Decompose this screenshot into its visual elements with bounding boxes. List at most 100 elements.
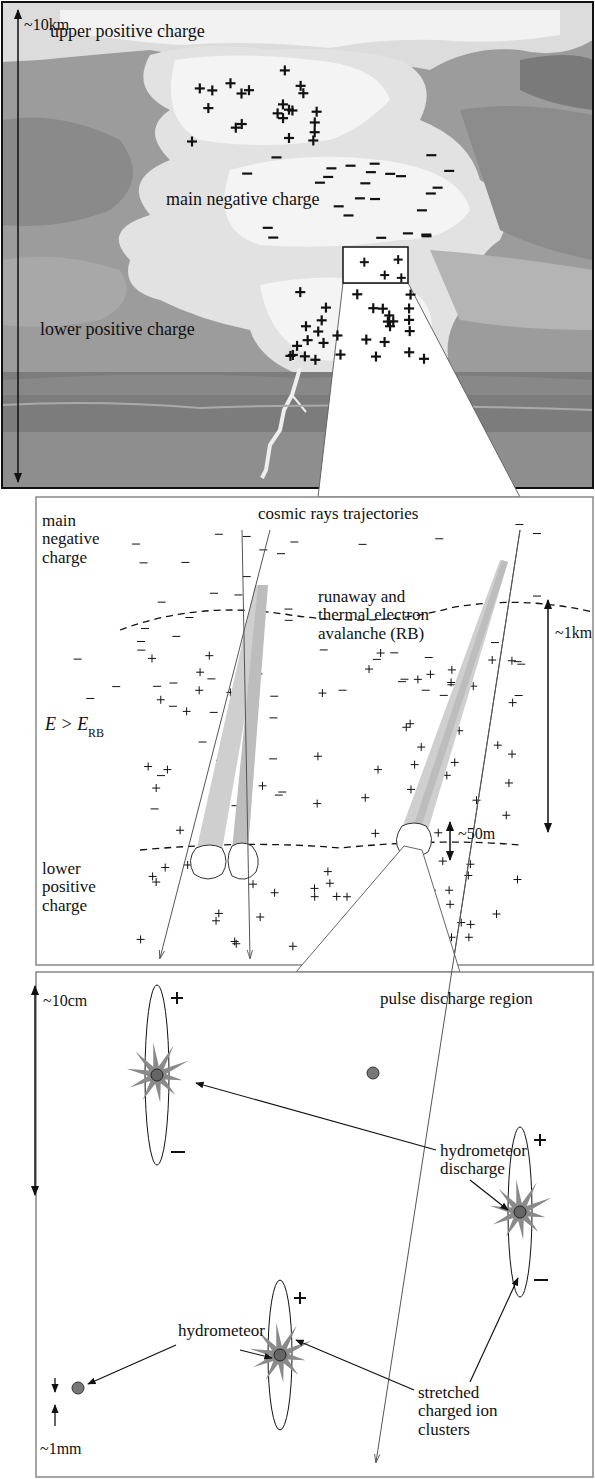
charge-stroke — [344, 214, 354, 216]
charge-stroke — [284, 65, 286, 75]
charge-stroke — [243, 536, 251, 537]
charge-stroke — [446, 771, 447, 779]
charge-stroke — [86, 698, 94, 699]
charge-stroke — [282, 113, 284, 123]
charge-stroke — [517, 664, 525, 665]
charge-stroke — [271, 156, 281, 158]
charge-stroke — [218, 909, 219, 917]
charge-stroke — [438, 829, 439, 837]
charge-stroke — [151, 654, 152, 662]
charge-stroke — [511, 657, 512, 665]
charge-stroke — [414, 761, 415, 769]
charge-stroke — [421, 235, 431, 237]
charge-stroke — [383, 337, 385, 347]
charge-stroke — [384, 271, 386, 280]
charge-stroke — [274, 889, 275, 897]
charge-stroke — [263, 227, 273, 229]
charge-stroke — [234, 594, 242, 595]
zoom-callout — [296, 846, 460, 972]
charge-stroke — [160, 696, 161, 704]
charge-stroke — [141, 628, 149, 629]
label: lower positive charge — [40, 320, 195, 339]
charge-stroke — [157, 775, 165, 776]
charge-stroke — [435, 538, 443, 539]
charge-stroke — [408, 303, 410, 313]
label: ~50m — [458, 825, 495, 842]
charge-stroke — [235, 123, 237, 133]
charge-stroke — [112, 686, 120, 687]
charge-stroke — [282, 99, 284, 109]
charge-stroke — [539, 1134, 541, 1146]
charge-stroke — [207, 103, 209, 113]
hydrometeor-dot — [151, 1069, 163, 1081]
charge-stroke — [422, 690, 430, 691]
charge-stroke — [468, 871, 469, 879]
charge-stroke — [508, 779, 509, 787]
charge-stroke — [299, 1292, 301, 1304]
charge-stroke — [171, 1151, 185, 1153]
charge-stroke — [314, 893, 315, 901]
charge-stroke — [270, 696, 278, 697]
charge-stroke — [181, 562, 189, 563]
charge-stroke — [158, 602, 166, 603]
charge-stroke — [380, 649, 381, 657]
charge-stroke — [382, 304, 384, 314]
charge-stroke — [137, 641, 145, 642]
charge-stroke — [153, 686, 161, 687]
charge-stroke — [410, 720, 411, 728]
charge-stroke — [451, 666, 452, 674]
charge-stroke — [433, 187, 443, 189]
charge-stroke — [470, 860, 471, 868]
charge-stroke — [137, 650, 145, 651]
label: ~1km — [555, 624, 592, 641]
charge-stroke — [315, 182, 325, 184]
charge-stroke — [459, 727, 460, 735]
charge-stroke — [533, 596, 541, 597]
size-arrow — [54, 1378, 55, 1392]
charge-stroke — [210, 712, 218, 713]
charge-stroke — [451, 933, 452, 941]
label: E > E — [45, 715, 88, 734]
charge-stroke — [236, 940, 237, 948]
charge-stroke — [326, 167, 336, 169]
charge-stroke — [444, 170, 454, 172]
charge-stroke — [406, 723, 407, 731]
charge-stroke — [229, 78, 231, 88]
charge-stroke — [140, 562, 148, 563]
charge-stroke — [314, 884, 315, 892]
charge-stroke — [169, 683, 177, 684]
charge-stroke — [378, 766, 379, 774]
charge-stroke — [314, 355, 316, 365]
charge-stroke — [339, 350, 341, 360]
charge-stroke — [316, 107, 318, 117]
charge-stroke — [398, 681, 406, 682]
charge-stroke — [307, 335, 309, 345]
charge-stroke — [387, 317, 389, 327]
label: cosmic rays trajectories — [258, 505, 419, 523]
charge-stroke — [317, 327, 319, 337]
charge-stroke — [409, 290, 411, 300]
charge-stroke — [426, 192, 436, 194]
charge-stroke — [336, 892, 337, 900]
charge-stroke — [389, 321, 391, 331]
charge-stroke — [372, 303, 374, 313]
charge-stroke — [277, 108, 279, 118]
charge-stroke — [216, 917, 217, 925]
charge-stroke — [210, 593, 218, 594]
size-arrow — [54, 1405, 55, 1426]
charge-stroke — [234, 937, 235, 945]
charge-stroke — [370, 198, 380, 200]
zoom-callout — [318, 283, 520, 497]
charge-stroke — [473, 682, 474, 690]
charge-stroke — [322, 689, 323, 697]
label: main negative charge — [166, 190, 320, 209]
charge-stroke — [191, 137, 193, 147]
charge-stroke — [396, 175, 406, 177]
charge-stroke — [248, 85, 250, 95]
charge-stroke — [262, 782, 263, 790]
charge-stroke — [373, 659, 381, 660]
charge-stroke — [140, 935, 141, 943]
charge-stroke — [292, 350, 294, 360]
charge-stroke — [400, 679, 408, 680]
charge-stroke — [512, 699, 513, 707]
